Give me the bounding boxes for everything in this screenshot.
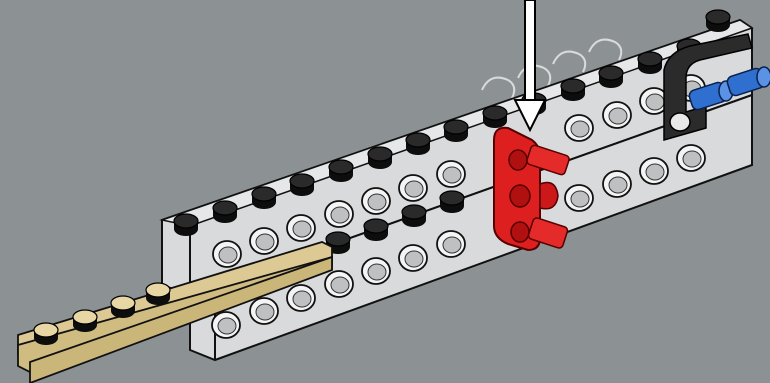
down-arrow-icon xyxy=(515,0,545,130)
